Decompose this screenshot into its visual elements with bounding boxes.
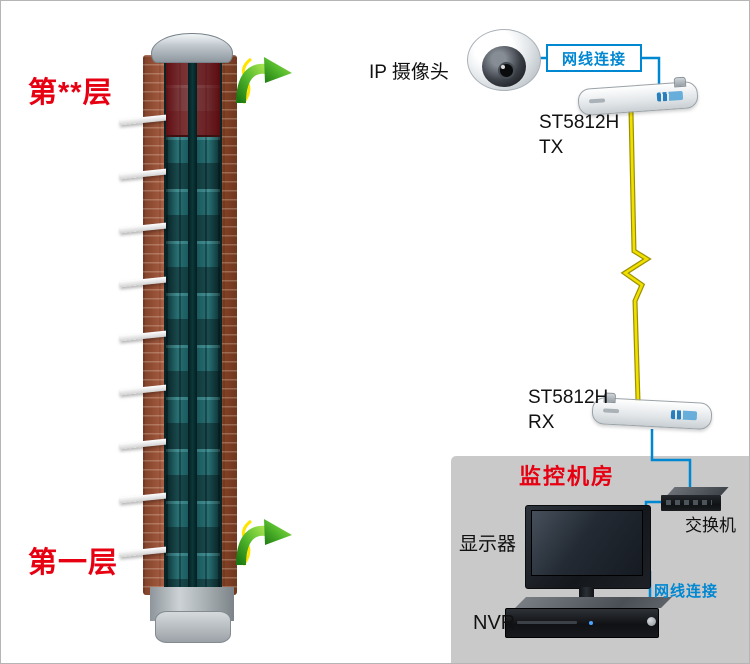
network-switch (661, 487, 731, 515)
switch-label: 交换机 (685, 516, 736, 535)
tx-device-label: ST5812H TX (539, 111, 619, 160)
floor-ledge (120, 114, 166, 126)
nvr-disc-slot (517, 621, 577, 624)
switch-top-face (667, 487, 729, 495)
ap-brand-icon (656, 90, 684, 102)
shaft-center-rail (188, 59, 197, 591)
floor-ledge (120, 276, 166, 288)
floor-ledge (120, 168, 166, 180)
rx-role-text: RX (528, 411, 555, 433)
nvr-power-knob (647, 617, 656, 626)
tower-base (150, 587, 234, 621)
monitor-label: 显示器 (459, 534, 517, 555)
wireless-link-line (622, 110, 650, 402)
ip-camera-label: IP 摄像头 (369, 62, 449, 83)
rx-model-text: ST5812H (528, 387, 609, 408)
dome-camera (467, 29, 541, 91)
wireless-ap-rx (591, 392, 713, 431)
camera-lens (498, 62, 515, 79)
floor-ledge (120, 330, 166, 342)
tx-role-text: TX (539, 136, 564, 158)
monitor-room-title: 监控机房 (519, 464, 616, 489)
floor-bottom-label: 第一层 (28, 547, 119, 579)
tower-brick-column (143, 55, 237, 595)
tower-footing (155, 611, 231, 643)
camera-lens-glint (501, 65, 505, 69)
floor-top-label: 第**层 (28, 77, 113, 109)
nvr-led (589, 621, 593, 625)
monitor-device (525, 505, 651, 609)
switch-ports (666, 500, 712, 505)
green-arrow-top-icon (236, 57, 292, 104)
nvr-top-face (515, 597, 672, 608)
cable-label-top: 网线连接 (546, 44, 642, 72)
ap-brand-icon (670, 410, 698, 421)
green-arrow-bottom-icon (236, 519, 292, 566)
monitor-stand-neck (579, 587, 594, 600)
tower-cap (151, 33, 233, 63)
floor-ledge (120, 546, 166, 558)
rx-device-label: ST5812H RX (528, 386, 608, 435)
elevator-shaft-top-red-section (166, 59, 220, 137)
ap-antenna-nub (673, 76, 687, 88)
floor-ledge (120, 492, 166, 504)
floor-ledge (120, 438, 166, 450)
monitor-screen (531, 510, 643, 576)
nvr-label: NVR (473, 612, 516, 634)
wireless-link-outline (620, 110, 652, 402)
ap-vent (588, 98, 606, 104)
floor-ledge (120, 222, 166, 234)
tx-model-text: ST5812H (539, 112, 620, 133)
elevator-glass-shaft (164, 57, 222, 593)
cable-label-bottom: 网线连接 (654, 583, 719, 600)
nvr-device (505, 597, 672, 641)
floor-ledge (120, 384, 166, 396)
